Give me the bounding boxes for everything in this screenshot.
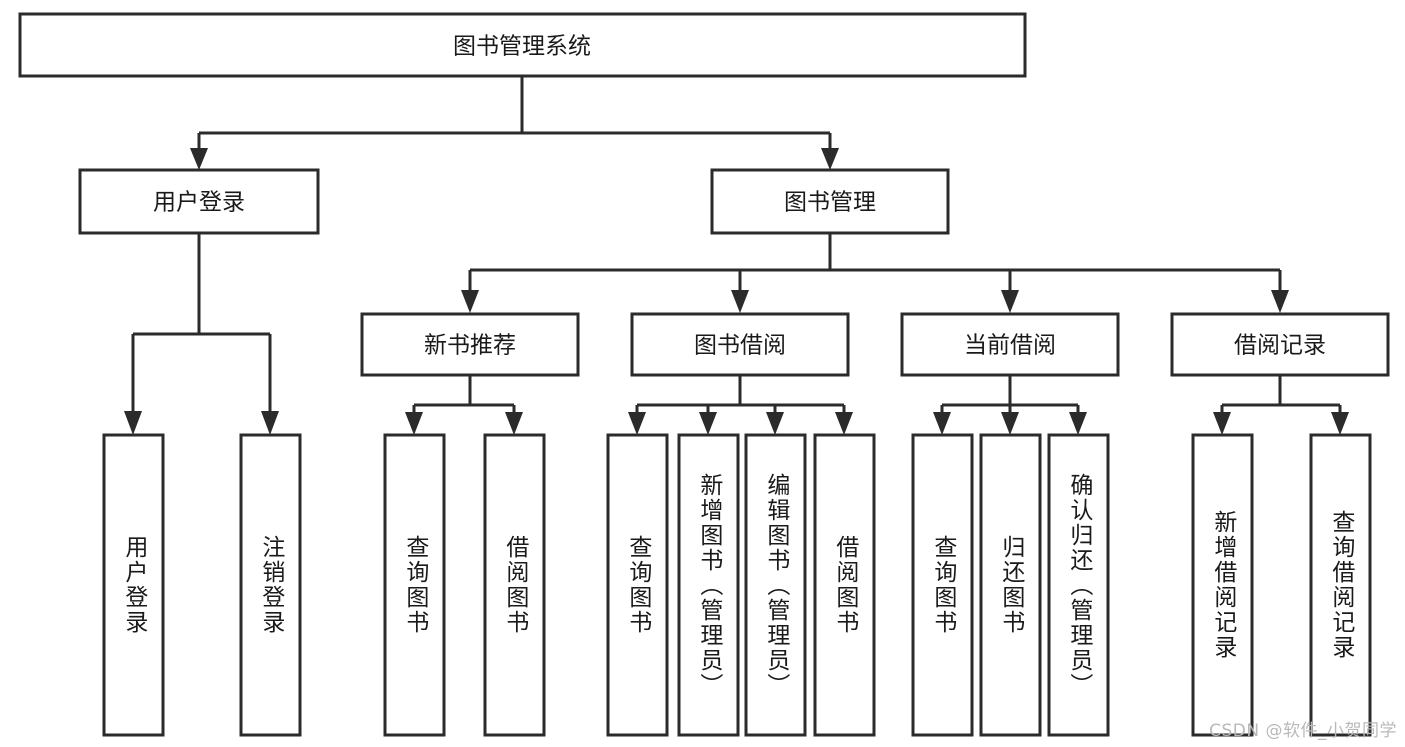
- arrow-leaf-add-book: [699, 412, 717, 435]
- leaf-add-book-box[interactable]: [677, 433, 740, 737]
- arrow-new-book-recommend: [461, 290, 479, 313]
- book-manage-box[interactable]: [710, 168, 950, 235]
- user-login-label: 用户登录: [153, 190, 245, 216]
- arrow-leaf-query-book-1: [405, 412, 423, 435]
- leaf-boxes: [102, 433, 1372, 737]
- leaf-query-record-box[interactable]: [1309, 433, 1372, 737]
- leaf-query-book-2-box[interactable]: [606, 433, 669, 737]
- arrow-leaf-edit-book: [766, 412, 784, 435]
- new-book-recommend-box[interactable]: [360, 312, 580, 377]
- arrow-leaf-borrow-book-1: [505, 412, 523, 435]
- book-manage-label: 图书管理: [784, 190, 876, 216]
- leaf-edit-book-box[interactable]: [744, 433, 807, 737]
- arrow-current-borrow: [1001, 290, 1019, 313]
- borrow-record-label: 借阅记录: [1234, 333, 1326, 359]
- arrow-book-borrow: [731, 290, 749, 313]
- current-borrow-label: 当前借阅: [964, 333, 1056, 359]
- leaf-confirm-return-box[interactable]: [1047, 433, 1110, 737]
- arrow-leaf-query-book-2: [628, 412, 646, 435]
- node-current-borrow[interactable]: 当前借阅: [900, 312, 1120, 377]
- leaf-query-book-1-box[interactable]: [383, 433, 446, 737]
- book-borrow-label: 图书借阅: [694, 333, 786, 359]
- current-borrow-box[interactable]: [900, 312, 1120, 377]
- leaf-add-record-box[interactable]: [1191, 433, 1254, 737]
- arrow-book-manage: [821, 148, 839, 170]
- leaf-borrow-book-1-box[interactable]: [483, 433, 546, 737]
- leaf-return-book-box[interactable]: [979, 433, 1042, 737]
- arrow-leaf-borrow-book-2: [835, 412, 853, 435]
- arrow-leaf-confirm-return: [1069, 412, 1087, 435]
- csdn-watermark: CSDN @软件_小贺同学: [1209, 721, 1397, 741]
- root-label: 图书管理系统: [453, 34, 591, 60]
- arrow-borrow-record: [1271, 290, 1289, 313]
- arrow-leaf-query-record: [1331, 412, 1349, 435]
- node-book-borrow[interactable]: 图书借阅: [630, 312, 850, 377]
- node-user-login[interactable]: 用户登录: [78, 168, 320, 235]
- leaf-user-login-box[interactable]: [102, 433, 165, 737]
- leaf-borrow-book-2-box[interactable]: [813, 433, 876, 737]
- arrow-leaf-user-login: [124, 411, 142, 435]
- leaf-query-book-3-box[interactable]: [911, 433, 974, 737]
- arrow-user-login: [190, 148, 208, 170]
- node-book-manage[interactable]: 图书管理: [710, 168, 950, 235]
- root-box[interactable]: [18, 12, 1027, 78]
- arrow-leaf-return-book: [1001, 412, 1019, 435]
- new-book-recommend-label: 新书推荐: [424, 333, 516, 359]
- node-root[interactable]: 图书管理系统: [18, 12, 1027, 78]
- borrow-record-box[interactable]: [1170, 312, 1390, 377]
- node-borrow-record[interactable]: 借阅记录: [1170, 312, 1390, 377]
- leaf-user-logout-box[interactable]: [239, 433, 302, 737]
- arrow-leaf-user-logout: [261, 411, 279, 435]
- book-borrow-box[interactable]: [630, 312, 850, 377]
- arrow-leaf-query-book-3: [933, 412, 951, 435]
- arrow-leaf-add-record: [1213, 412, 1231, 435]
- connectors: [124, 76, 1349, 435]
- user-login-box[interactable]: [78, 168, 320, 235]
- node-new-book-recommend[interactable]: 新书推荐: [360, 312, 580, 377]
